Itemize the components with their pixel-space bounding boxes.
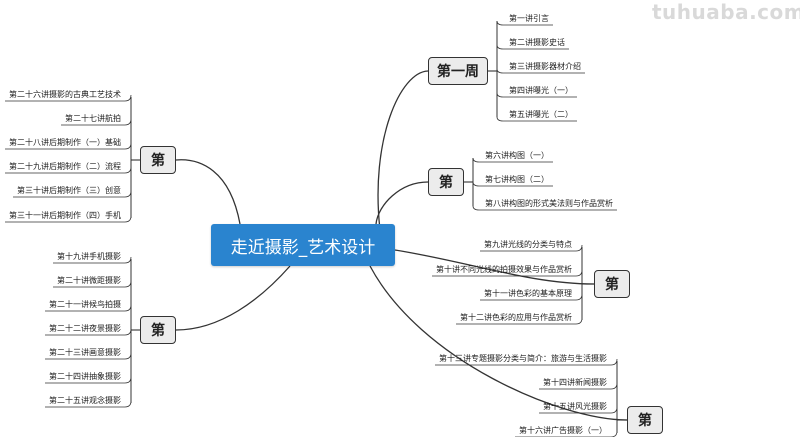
topic-item[interactable]: 第十三讲专题摄影分类与简介：旅游与生活摄影: [439, 354, 607, 363]
topic-item[interactable]: 第十五讲风光摄影: [543, 402, 607, 411]
topic-item[interactable]: 第十讲不同光线的拍摄效果与作品赏析: [436, 265, 572, 274]
topic-item[interactable]: 第三讲摄影器材介绍: [509, 62, 581, 71]
branch-node-3[interactable]: 第: [594, 270, 630, 298]
topic-item[interactable]: 第二十三讲画意摄影: [49, 348, 121, 357]
topic-item[interactable]: 第二十九讲后期制作（二）流程: [9, 162, 121, 171]
topic-item[interactable]: 第十六讲广告摄影（一）: [519, 426, 607, 435]
topic-item[interactable]: 第十二讲色彩的应用与作品赏析: [460, 313, 572, 322]
topic-item[interactable]: 第二讲摄影史话: [509, 38, 565, 47]
topic-item[interactable]: 第三十讲后期制作（三）创意: [17, 186, 121, 195]
topic-item[interactable]: 第十四讲新闻摄影: [543, 378, 607, 387]
topic-item[interactable]: 第二十一讲候鸟拍摄: [49, 300, 121, 309]
topic-item[interactable]: 第五讲曝光（二）: [509, 110, 573, 119]
topic-item[interactable]: 第二十讲微距摄影: [57, 276, 121, 285]
topic-item[interactable]: 第十九讲手机摄影: [57, 252, 121, 261]
branch-node-1[interactable]: 第一周: [428, 57, 488, 85]
topic-item[interactable]: 第九讲光线的分类与特点: [484, 240, 572, 249]
topic-item[interactable]: 第二十六讲摄影的古典工艺技术: [9, 90, 121, 99]
topic-item[interactable]: 第七讲构图（二）: [485, 175, 549, 184]
topic-item[interactable]: 第二十八讲后期制作（一）基础: [9, 138, 121, 147]
topic-item[interactable]: 第二十五讲观念摄影: [49, 396, 121, 405]
central-topic[interactable]: 走近摄影_艺术设计: [211, 224, 395, 266]
topic-item[interactable]: 第三十一讲后期制作（四）手机: [9, 211, 121, 220]
branch-node-2[interactable]: 第: [428, 168, 464, 196]
branch-node-4[interactable]: 第: [627, 406, 663, 434]
watermark: tuhuaba.com: [652, 0, 800, 24]
branch-node-6[interactable]: 第: [140, 146, 176, 174]
topic-item[interactable]: 第八讲构图的形式美法则与作品赏析: [485, 199, 613, 208]
topic-item[interactable]: 第十一讲色彩的基本原理: [484, 289, 572, 298]
topic-item[interactable]: 第四讲曝光（一）: [509, 86, 573, 95]
topic-item[interactable]: 第一讲引言: [509, 14, 549, 23]
branch-node-5[interactable]: 第: [140, 316, 176, 344]
topic-item[interactable]: 第二十二讲夜景摄影: [49, 324, 121, 333]
topic-item[interactable]: 第二十七讲航拍: [65, 114, 121, 123]
topic-item[interactable]: 第二十四讲抽象摄影: [49, 372, 121, 381]
topic-item[interactable]: 第六讲构图（一）: [485, 151, 549, 160]
